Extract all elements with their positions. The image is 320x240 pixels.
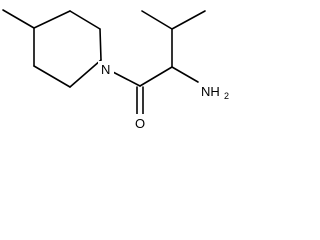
bond-isopropyl-methyl-right (171, 10, 206, 30)
bond-ring-n-c6 (69, 59, 102, 88)
amine-label: NH (201, 84, 220, 99)
carbonyl-oxygen-label: O (135, 116, 145, 131)
bond-ring-c4-c3 (33, 10, 71, 29)
bond-isopropyl-methyl-left (141, 10, 173, 30)
bond-ring-c6-c5 (33, 65, 71, 88)
amine-backdrop (198, 83, 232, 102)
bond-alpha-amine (171, 66, 199, 83)
bond-methyl (2, 9, 35, 29)
structure-canvas: N O NH 2 (0, 0, 234, 132)
carbonyl-oxygen-backdrop (133, 114, 148, 131)
bond-ring-c2-n (99, 28, 102, 61)
molecule-structure: N O NH 2 (2, 9, 232, 131)
ring-nitrogen-label: N (101, 62, 110, 77)
bond-carbonyl-alpha (139, 66, 173, 87)
bond-ring-c3-c2 (69, 10, 101, 30)
ring-nitrogen-backdrop (98, 61, 114, 77)
bond-n-carbonyl (110, 70, 141, 87)
amine-subscript: 2 (224, 91, 229, 101)
